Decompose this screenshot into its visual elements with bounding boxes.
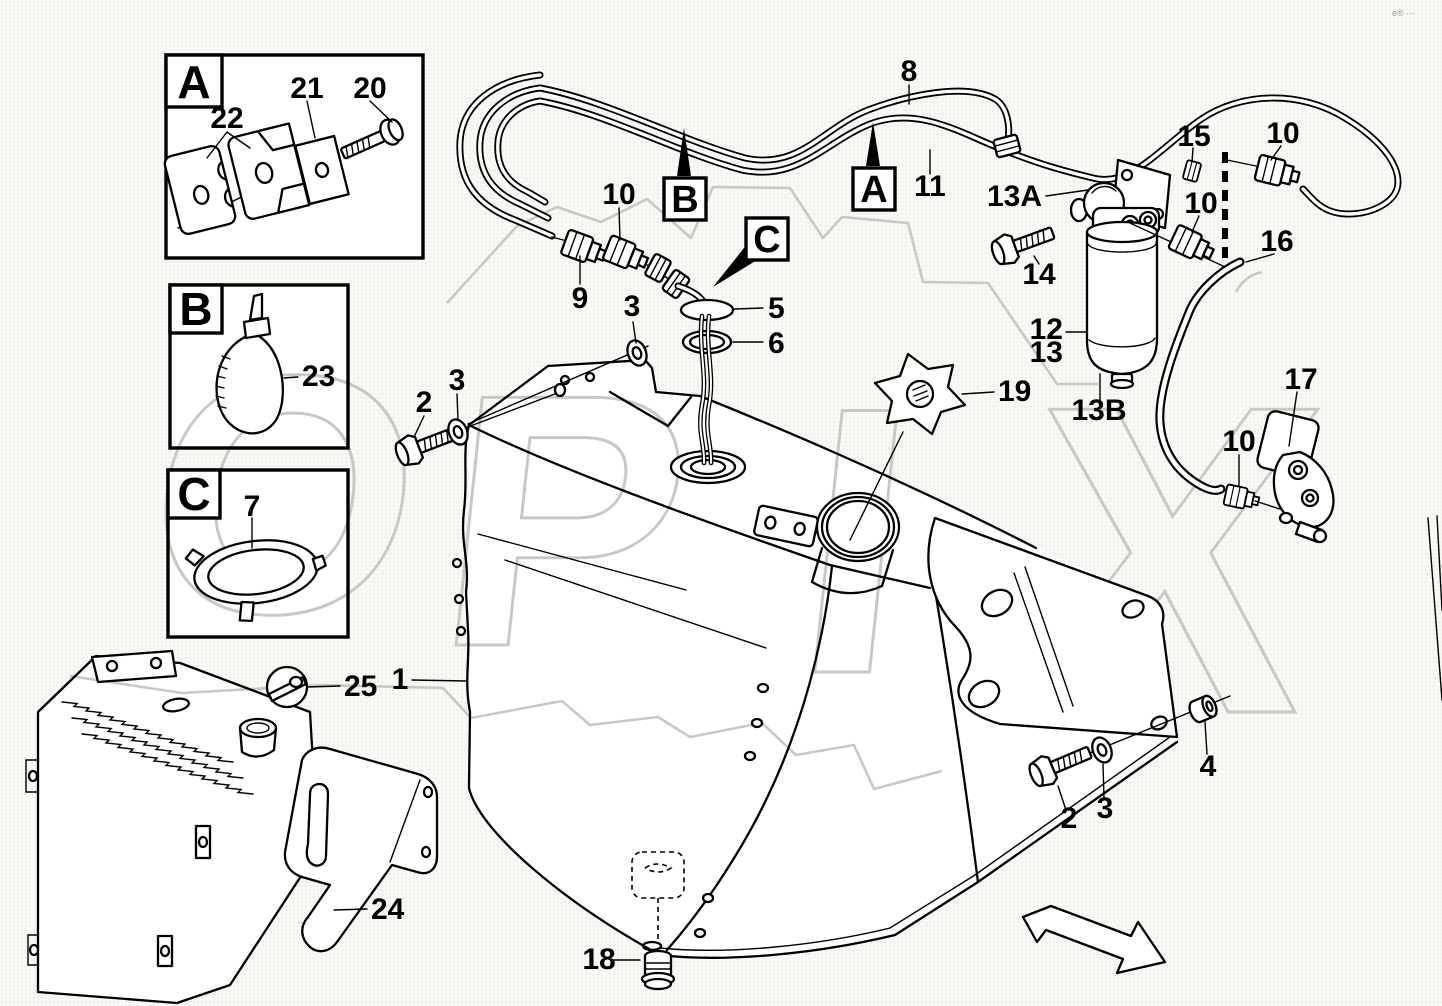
reserve-cap (265, 665, 309, 709)
main-fuel-tank (451, 358, 1179, 959)
callout-2: 2 (416, 386, 433, 419)
view-marker-c: C (753, 219, 780, 261)
callout-22: 22 (210, 102, 243, 135)
callout-3b: 3 (624, 290, 641, 323)
callout-3: 3 (449, 364, 466, 397)
return-hose-and-pump (1155, 257, 1335, 544)
callout-13b: 13B (1071, 394, 1126, 427)
callout-8: 8 (901, 55, 918, 88)
callout-5: 5 (768, 292, 785, 325)
callout-12: 12 (1030, 313, 1063, 346)
callout-11: 11 (914, 170, 946, 203)
front-bolt-set (390, 336, 652, 471)
callout-10a: 10 (602, 178, 635, 211)
callout-10d: 10 (1222, 425, 1255, 458)
callout-18: 18 (582, 943, 615, 976)
callout-7: 7 (244, 490, 261, 523)
filler-opening (810, 491, 901, 595)
callout-1: 1 (392, 663, 409, 696)
callout-25: 25 (344, 670, 377, 703)
view-markers: B A C (662, 122, 897, 287)
callout-3c: 3 (1097, 792, 1114, 825)
callout-10c: 10 (1266, 117, 1299, 150)
callout-14: 14 (1022, 258, 1056, 291)
view-marker-b: B (671, 179, 698, 221)
leader-lines (306, 84, 1298, 961)
callout-24: 24 (371, 893, 405, 926)
callout-4: 4 (1200, 750, 1217, 783)
callout-20: 20 (353, 72, 386, 105)
callout-10b: 10 (1184, 187, 1217, 220)
callout-2b: 2 (1061, 802, 1078, 835)
corner-logo-mark: e® ··· (1392, 8, 1415, 18)
drain-plug (631, 851, 685, 991)
detail-panel-b (168, 283, 350, 450)
direction-arrow (1021, 904, 1167, 975)
fuel-filter (987, 152, 1228, 390)
callout-13a: 13A (987, 180, 1042, 213)
panel-letter-c: C (177, 468, 210, 520)
detail-panel-c (166, 468, 350, 639)
filler-neck-clamp (184, 539, 327, 623)
callout-15: 15 (1177, 120, 1210, 153)
callout-16: 16 (1260, 225, 1293, 258)
panel-letter-a: A (177, 56, 210, 108)
callout-23: 23 (302, 360, 335, 393)
tank-right-bracket-plate (927, 515, 1442, 739)
cable-tie (215, 292, 284, 435)
callout-17: 17 (1284, 363, 1317, 396)
rear-bolt-set (1024, 692, 1231, 792)
callout-19: 19 (998, 375, 1031, 408)
callout-13: 13 (1030, 336, 1063, 369)
callout-labels: 1 2 3 3 5 6 7 8 9 10 11 12 13 13A 13B 14… (210, 55, 1317, 976)
svg-text:P: P (424, 320, 706, 722)
filler-cap (849, 352, 967, 541)
callout-9: 9 (572, 282, 589, 315)
reserve-tank (25, 649, 439, 1005)
callout-21: 21 (290, 72, 323, 105)
panel-letter-b: B (179, 283, 212, 335)
fuel-lines (456, 71, 1402, 466)
view-marker-a: A (860, 169, 887, 211)
detail-panel-a (163, 53, 425, 260)
callout-6: 6 (768, 327, 785, 360)
